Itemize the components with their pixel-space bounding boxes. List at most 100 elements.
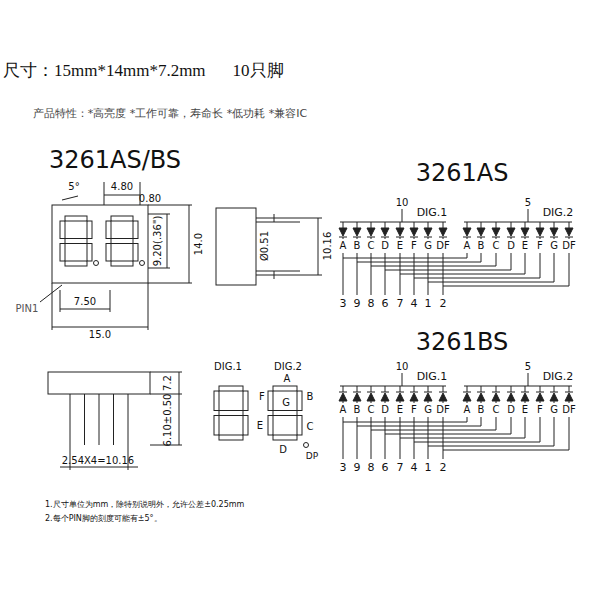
label: DIG.1 (416, 207, 449, 218)
wire (496, 237, 497, 239)
segment (65, 239, 87, 244)
diode-symbol (396, 228, 404, 236)
diode-symbol (439, 393, 447, 401)
wire (540, 237, 541, 239)
wire (467, 386, 468, 392)
wire (492, 392, 500, 393)
wire (343, 258, 467, 259)
diode-symbol (507, 228, 515, 236)
wire (371, 237, 372, 239)
diode-symbol (424, 393, 432, 401)
label: 10只脚 (233, 62, 284, 79)
label: F (259, 392, 265, 402)
wire (443, 386, 444, 392)
wire (507, 392, 515, 393)
wire (414, 401, 415, 403)
wire (385, 270, 511, 271)
diode-symbol (410, 393, 418, 401)
wire (521, 392, 529, 393)
wire (477, 392, 485, 393)
wire (443, 401, 444, 403)
label: A (463, 405, 472, 415)
diode-symbol (396, 393, 404, 401)
wire (540, 253, 541, 278)
label: B (353, 405, 362, 415)
wire (528, 209, 529, 222)
wire (550, 392, 558, 393)
wire (481, 237, 482, 239)
wire (343, 401, 344, 403)
label: 2 (439, 462, 448, 473)
segment (219, 435, 243, 440)
label: 9.20(.36") (153, 216, 163, 267)
label: 5 (524, 198, 532, 208)
decimal-point (304, 443, 309, 448)
label: 3261AS (416, 161, 509, 185)
segment (214, 416, 219, 436)
wire (343, 417, 344, 459)
wire (496, 417, 497, 430)
diode-symbol (550, 393, 558, 401)
wire (402, 373, 403, 386)
wire (496, 401, 497, 403)
wire (467, 222, 468, 228)
segment (219, 386, 243, 391)
wire (385, 386, 386, 392)
diode-symbol (367, 228, 375, 236)
wire (357, 253, 358, 295)
wire (371, 417, 372, 459)
wire (496, 253, 497, 266)
label: 7.50 (74, 297, 96, 307)
label: G (549, 405, 559, 415)
label: G (423, 241, 433, 251)
wire (385, 237, 386, 239)
label: G (549, 241, 559, 251)
wire (381, 392, 389, 393)
wire (414, 253, 415, 295)
diode-symbol (492, 393, 500, 401)
segment (273, 411, 297, 416)
label: DF (561, 241, 576, 251)
wire (339, 392, 347, 393)
wire (113, 394, 114, 445)
wire (464, 386, 572, 387)
label: 6.10±0.50 (163, 394, 173, 447)
wire (400, 222, 401, 228)
wire (525, 253, 526, 274)
label: 4 (410, 462, 419, 473)
wire (443, 450, 569, 451)
wire (357, 262, 481, 263)
label: PIN1 (16, 304, 39, 314)
wire (525, 386, 526, 392)
diode-symbol (367, 393, 375, 401)
segment (87, 244, 92, 262)
label: 5 (524, 362, 532, 372)
wire (414, 237, 415, 239)
label: 6 (381, 298, 390, 309)
diode-symbol (339, 228, 347, 236)
wire (400, 237, 401, 239)
label: 8 (367, 298, 376, 309)
diode-symbol (477, 393, 485, 401)
diode-symbol (521, 228, 529, 236)
segment (60, 221, 65, 239)
label: A (284, 374, 291, 384)
wire (385, 401, 386, 403)
segment (65, 216, 87, 221)
label: A (339, 241, 348, 251)
diode-symbol (565, 393, 573, 401)
label: DF (561, 405, 576, 415)
wire (340, 222, 446, 223)
wire (511, 401, 512, 403)
label: D (279, 445, 287, 455)
wire (428, 446, 554, 447)
label: 4 (410, 298, 419, 309)
wire (439, 392, 447, 393)
wire (357, 401, 358, 403)
wire (496, 222, 497, 228)
wire (357, 237, 358, 239)
wire (70, 394, 71, 445)
wire (402, 209, 403, 222)
label: 1 (424, 462, 433, 473)
wire (525, 401, 526, 403)
